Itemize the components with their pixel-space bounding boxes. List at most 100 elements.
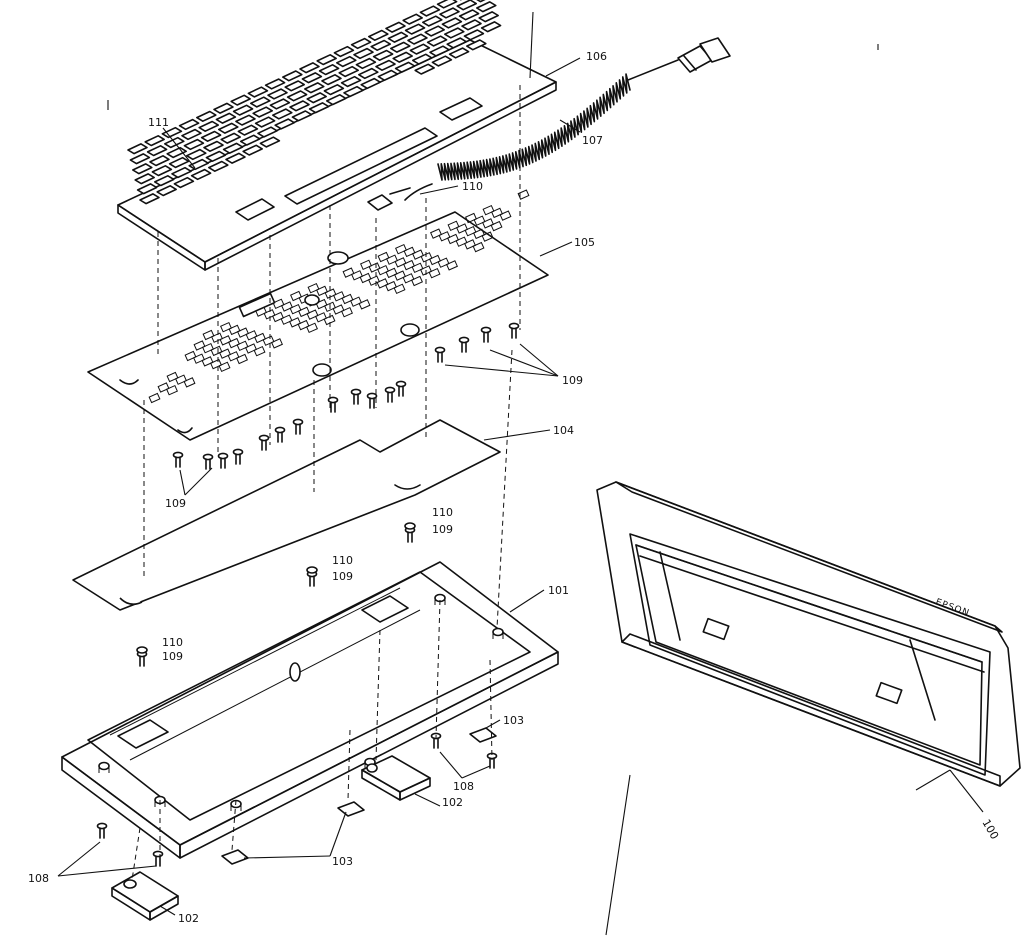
key bbox=[151, 165, 173, 177]
pcb-pad bbox=[447, 220, 460, 232]
key bbox=[338, 65, 360, 78]
pcb-pad bbox=[297, 319, 310, 331]
screw-head bbox=[232, 448, 244, 456]
washer bbox=[306, 566, 318, 574]
pcb-pad bbox=[245, 330, 258, 341]
pcb-pad bbox=[491, 207, 503, 219]
key bbox=[127, 143, 148, 155]
screw-head bbox=[292, 418, 304, 426]
key bbox=[183, 138, 205, 151]
pcb-pad bbox=[202, 342, 214, 354]
pcb-pad bbox=[464, 239, 476, 250]
key bbox=[220, 132, 241, 144]
tilt-foot-left bbox=[111, 871, 179, 921]
key bbox=[431, 55, 453, 67]
screw-head bbox=[152, 850, 164, 858]
key bbox=[414, 63, 436, 75]
key bbox=[196, 110, 217, 122]
pcb-pad bbox=[306, 309, 319, 320]
key bbox=[439, 7, 460, 19]
key bbox=[267, 88, 288, 100]
screw-head bbox=[202, 453, 214, 461]
key bbox=[247, 86, 269, 98]
label-109-sheet: 109 bbox=[432, 523, 453, 536]
key bbox=[281, 70, 303, 82]
key bbox=[203, 140, 224, 152]
pcb-pad bbox=[482, 204, 495, 216]
pcb-pad bbox=[324, 301, 336, 313]
key bbox=[240, 134, 261, 146]
pcb-pad bbox=[438, 231, 451, 242]
key bbox=[252, 106, 274, 118]
key bbox=[274, 118, 296, 130]
key bbox=[426, 35, 448, 47]
key bbox=[166, 146, 187, 159]
key bbox=[156, 185, 177, 197]
pcb-pad bbox=[402, 273, 415, 284]
key bbox=[480, 21, 502, 33]
key bbox=[225, 152, 246, 164]
key bbox=[463, 29, 485, 41]
key bbox=[335, 55, 357, 68]
key bbox=[146, 145, 168, 157]
pcb-pad bbox=[316, 285, 328, 297]
pcb-pad bbox=[281, 301, 293, 312]
top-cover: EPSON bbox=[596, 481, 1021, 787]
key bbox=[149, 155, 170, 167]
label-101: 101 bbox=[548, 584, 569, 597]
pcb-pad bbox=[430, 228, 442, 239]
pcb-key-pads bbox=[148, 189, 530, 404]
key bbox=[289, 100, 310, 112]
pcb-pad bbox=[376, 278, 389, 289]
key bbox=[171, 166, 192, 179]
key bbox=[421, 15, 443, 27]
key bbox=[323, 84, 345, 96]
pcb-pad bbox=[228, 324, 241, 336]
key bbox=[458, 9, 480, 21]
screw-head bbox=[480, 326, 492, 334]
screw-head bbox=[458, 336, 470, 344]
key bbox=[269, 98, 291, 110]
key bbox=[353, 47, 374, 60]
screw-head bbox=[508, 322, 520, 330]
key bbox=[456, 0, 478, 11]
pcb-pad bbox=[499, 210, 512, 221]
pcb-pad bbox=[465, 212, 477, 224]
pcb-pad bbox=[360, 259, 372, 271]
pcb-pad bbox=[272, 298, 285, 310]
pcb-pad bbox=[289, 303, 302, 315]
screw-head bbox=[384, 386, 396, 394]
key bbox=[291, 110, 313, 122]
key bbox=[200, 130, 222, 142]
pcb-pad bbox=[210, 358, 222, 370]
key bbox=[404, 23, 426, 35]
key bbox=[222, 142, 244, 154]
pcb-pad bbox=[332, 304, 345, 315]
key bbox=[367, 29, 389, 42]
label-106: 106 bbox=[586, 50, 607, 63]
pcb-pad bbox=[482, 218, 494, 229]
pcb-pad bbox=[351, 270, 363, 281]
key bbox=[129, 153, 151, 165]
pcb-pad bbox=[219, 348, 231, 359]
key bbox=[476, 0, 486, 3]
pcb-pad bbox=[201, 356, 214, 367]
pcb-pad bbox=[342, 267, 355, 278]
pcb-pad bbox=[358, 299, 371, 310]
label-104: 104 bbox=[553, 424, 574, 437]
pcb-pad bbox=[464, 225, 477, 237]
pcb-pad bbox=[350, 296, 362, 307]
pcb-pad bbox=[517, 189, 530, 200]
key bbox=[139, 193, 160, 205]
pcb-pad bbox=[315, 298, 328, 310]
key bbox=[178, 118, 200, 131]
rubber-foot-b bbox=[337, 801, 365, 817]
pcb-pad bbox=[272, 311, 284, 323]
pcb-pad bbox=[403, 259, 415, 271]
pcb-pad bbox=[210, 345, 223, 357]
pcb-pad bbox=[393, 283, 406, 295]
boss bbox=[492, 627, 504, 637]
screw-head bbox=[350, 388, 362, 396]
pcb-pad bbox=[323, 314, 336, 326]
